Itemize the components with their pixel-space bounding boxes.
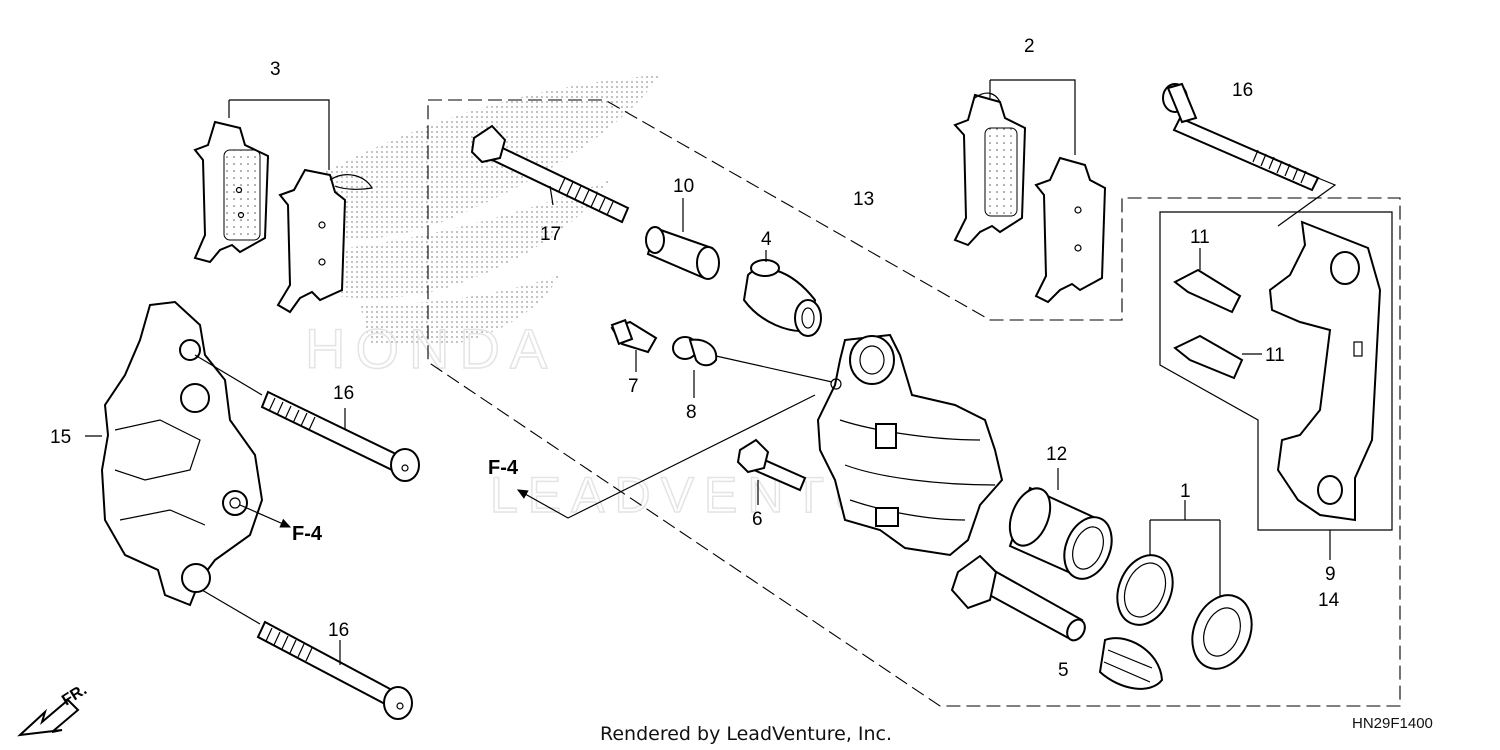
ref-arrow-left: F-4 [239,504,323,545]
piston-seal-set [1116,500,1253,670]
honda-wordmark-watermark: HONDA [305,317,557,380]
slide-pin [950,554,1086,642]
pin-boot [645,198,720,280]
callout-7: 7 [628,376,639,397]
bleeder-valve [610,318,658,372]
callout-4: 4 [761,229,772,250]
callout-16-upper: 16 [1232,80,1253,101]
brake-pad-set-right [953,79,1107,304]
callout-16-middle: 16 [333,383,354,404]
bleeder-cap [672,336,833,398]
callout-14: 14 [1318,590,1340,611]
caliper-boot [742,250,822,337]
mounting-bolt [736,438,807,505]
caliper-bolt-middle [194,354,420,482]
callout-8: 8 [686,402,697,423]
callout-12: 12 [1046,444,1067,465]
bracket-assembly-box [1159,211,1393,531]
caliper-bolt-lower [201,589,413,720]
ref-label-left: F-4 [292,523,323,545]
render-credit: Rendered by LeadVenture, Inc. [600,723,892,745]
callout-13: 13 [853,189,874,210]
diagram-code: HN29F1400 [1352,715,1433,732]
callout-10: 10 [673,176,694,197]
callout-5: 5 [1058,660,1069,681]
front-direction-arrow: FR. [17,681,90,737]
pad-retainer-clips [1173,248,1262,380]
slide-pin-boot [1098,637,1164,690]
bracket-bolt-upper [1162,82,1337,227]
callout-6: 6 [752,509,763,530]
callout-labels: 1 2 3 4 5 6 7 8 9 10 11 11 12 13 14 15 1… [50,36,1340,681]
callout-11-lower: 11 [1265,345,1285,366]
ref-label-center: F-4 [488,457,519,479]
ref-arrow-center: F-4 [488,394,816,519]
callout-11-upper: 11 [1190,227,1210,248]
callout-1: 1 [1180,481,1191,502]
callout-17: 17 [540,224,561,245]
brake-pad-set-left [193,99,373,314]
callout-2: 2 [1024,36,1035,57]
honda-wing-watermark: HONDA [300,75,660,381]
callout-3: 3 [270,59,281,80]
caliper-assembly-left [85,300,264,607]
caliper-body [816,333,1004,557]
callout-15: 15 [50,427,71,448]
callout-16-lower: 16 [328,620,349,641]
slide-pin-bolt [470,124,630,224]
callout-9: 9 [1325,564,1336,585]
caliper-assembly-outline [427,99,1401,707]
caliper-piston [1008,468,1113,580]
caliper-bracket [1268,220,1382,560]
